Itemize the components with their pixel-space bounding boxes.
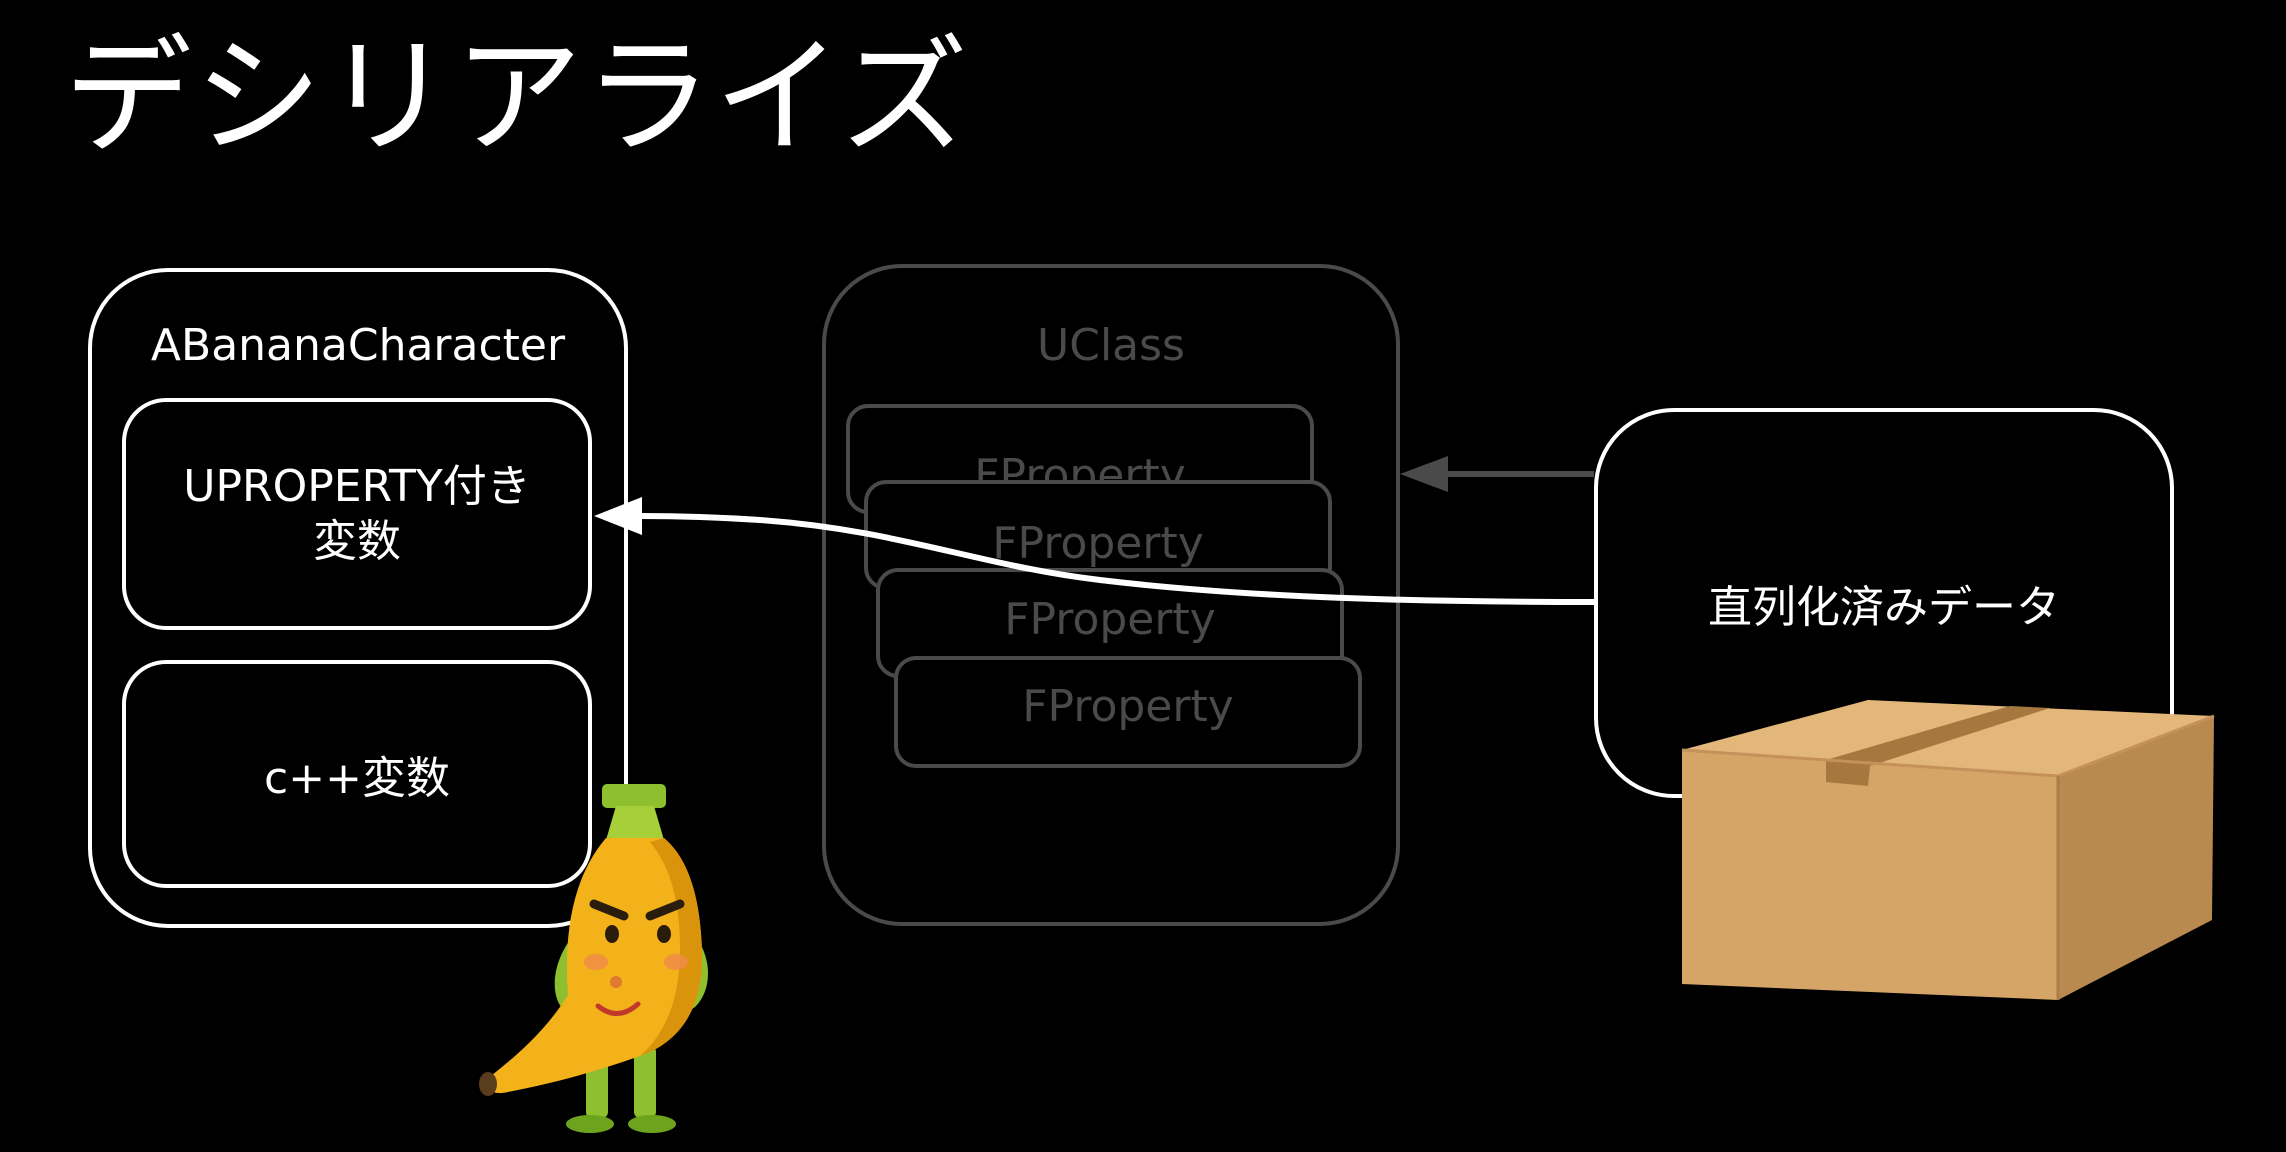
uclass-arrow-head [1400,456,1448,492]
fproperty-card: FProperty [894,656,1362,768]
character-class-title: ABananaCharacter [150,320,566,371]
uproperty-variable-label-line2: 変数 [313,516,401,567]
uclass-title: UClass [1037,320,1185,371]
deserialize-arrow-line [639,513,1595,605]
cpp-variable-box: c++変数 [122,660,592,888]
uproperty-variable-box: UPROPERTY付き 変数 [122,398,592,630]
uproperty-variable-label-line1: UPROPERTY付き [183,461,531,512]
cpp-variable-label: c++変数 [264,753,450,804]
deserialize-arrow-head [594,497,642,535]
serialized-data-label: 直列化済みデータ [1708,582,2060,633]
slide-title: デシリアライズ [64,23,971,172]
